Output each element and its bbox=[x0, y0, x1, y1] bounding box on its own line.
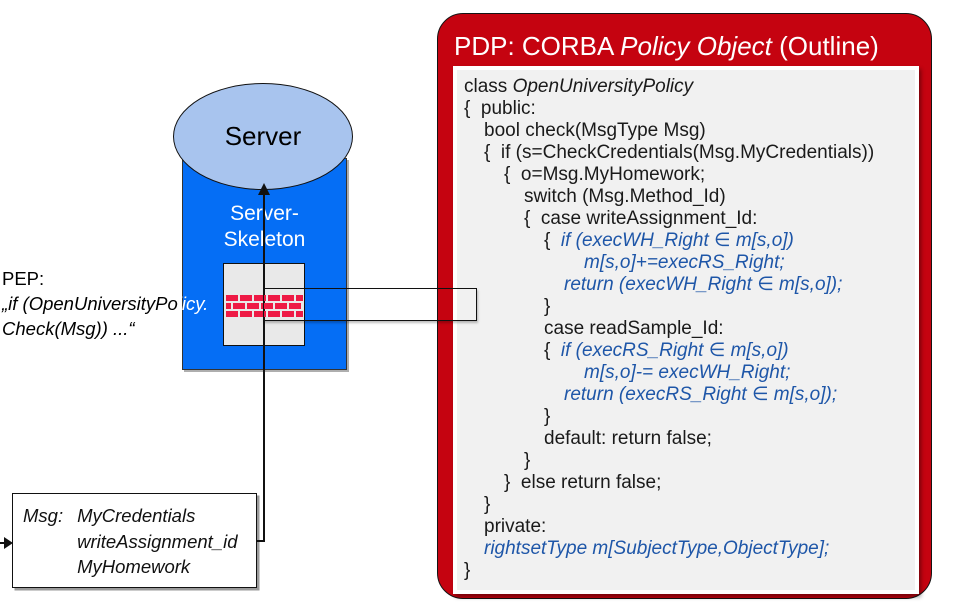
code-line: } bbox=[524, 450, 531, 471]
code-line: } bbox=[464, 560, 471, 581]
code-line: { public: bbox=[464, 98, 536, 119]
code-line: bool check(MsgType Msg) bbox=[484, 120, 706, 141]
invocation-arrow-line bbox=[263, 192, 265, 541]
code-line: } bbox=[484, 494, 491, 515]
code-line: return (execWH_Right ∈ m[s,o]); bbox=[564, 274, 843, 295]
pep-note: PEP: „if (OpenUniversityPolicy. Check(Ms… bbox=[2, 266, 208, 341]
msg-item: writeAssignment_id bbox=[77, 530, 238, 552]
msg-label: Msg: bbox=[23, 505, 64, 526]
brick-wall-icon bbox=[226, 295, 303, 318]
pdp-panel-title: PDP: CORBA Policy Object (Outline) bbox=[454, 31, 879, 61]
arrow-right-icon bbox=[4, 537, 13, 549]
msg-item: MyCredentials bbox=[77, 505, 196, 526]
code-line: private: bbox=[484, 516, 547, 537]
msg-item: MyHomework bbox=[77, 556, 191, 577]
code-line: { case writeAssignment_Id: bbox=[524, 208, 758, 229]
code-line: { if (execRS_Right ∈ m[s,o]) bbox=[544, 340, 789, 361]
pep-code-line1: „if (OpenUniversityPolicy. bbox=[2, 293, 209, 314]
server-label: Server bbox=[224, 121, 302, 151]
policy-code-box: class OpenUniversityPolicy{ public:bool … bbox=[453, 66, 919, 594]
code-line: m[s,o]+=execRS_Right; bbox=[584, 252, 785, 273]
zoom-callout-rect bbox=[263, 288, 477, 321]
code-line: } bbox=[544, 406, 551, 427]
server-ellipse: Server bbox=[173, 83, 353, 190]
code-line: } else return false; bbox=[504, 472, 662, 493]
code-line: switch (Msg.Method_Id) bbox=[524, 186, 726, 207]
connector-jog-line bbox=[256, 540, 265, 542]
code-line: default: return false; bbox=[544, 428, 712, 449]
code-line: { if (execWH_Right ∈ m[s,o]) bbox=[544, 230, 794, 251]
msg-items: MyCredentials writeAssignment_id MyHomew… bbox=[77, 503, 237, 587]
code-line: return (execRS_Right ∈ m[s,o]); bbox=[564, 384, 838, 405]
arrow-up-icon bbox=[258, 183, 270, 195]
pdp-panel: PDP: CORBA Policy Object (Outline) class… bbox=[437, 13, 932, 599]
code-line: case readSample_Id: bbox=[544, 318, 724, 339]
code-line: } bbox=[544, 296, 551, 317]
code-line: { if (s=CheckCredentials(Msg.MyCredentia… bbox=[484, 142, 875, 163]
code-line: rightsetType m[SubjectType,ObjectType]; bbox=[484, 538, 830, 559]
incoming-msg-arrow-line bbox=[0, 542, 5, 544]
code-block: class OpenUniversityPolicy{ public:bool … bbox=[457, 76, 915, 582]
code-line: class OpenUniversityPolicy bbox=[464, 76, 694, 97]
code-line: m[s,o]-= execWH_Right; bbox=[584, 362, 791, 383]
pep-label: PEP: bbox=[2, 268, 45, 289]
msg-box: Msg: MyCredentials writeAssignment_id My… bbox=[12, 493, 257, 588]
pep-code-line2: Check(Msg)) ...“ bbox=[2, 318, 135, 339]
code-line: { o=Msg.MyHomework; bbox=[504, 164, 706, 185]
